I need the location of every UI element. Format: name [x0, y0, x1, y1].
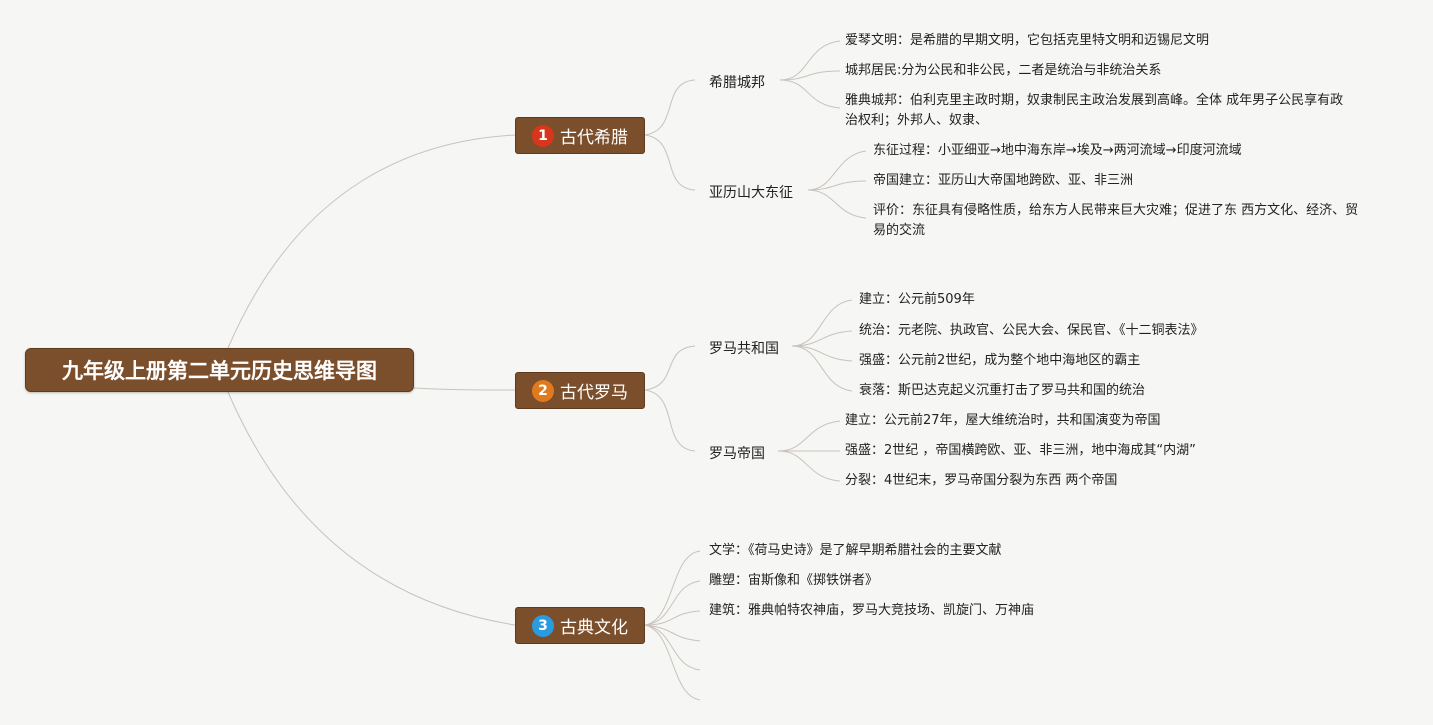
leaf-republic-decline[interactable]: 衰落：斯巴达克起义沉重打击了罗马共和国的统治	[859, 383, 1146, 398]
leaf-athens-city-state[interactable]: 雅典城邦：伯利克里主政时期，奴隶制民主政治发展到高峰。全体 成年男子公民享有政治…	[845, 93, 1344, 128]
branch-label: 古代希腊	[560, 128, 628, 148]
subtopic-roman-republic[interactable]: 罗马共和国	[709, 341, 779, 357]
leaf-empire-founding[interactable]: 帝国建立：亚历山大帝国地跨欧、亚、非三洲	[873, 173, 1134, 188]
leaf-expedition-route[interactable]: 东征过程：小亚细亚→地中海东岸→埃及→两河流域→印度河流域	[873, 143, 1242, 158]
leaf-empire-prosperity[interactable]: 强盛：2世纪 ，帝国横跨欧、亚、非三洲，地中海成其“内湖”	[845, 443, 1196, 458]
subtopic-roman-empire[interactable]: 罗马帝国	[709, 446, 765, 462]
leaf-empire-establishment[interactable]: 建立：公元前27年，屋大维统治时，共和国演变为帝国	[845, 413, 1161, 428]
branch-classical-culture[interactable]: 3 古典文化	[515, 607, 645, 644]
number-badge-3: 3	[532, 614, 554, 637]
leaf-city-state-residents[interactable]: 城邦居民:分为公民和非公民，二者是统治与非统治关系	[845, 63, 1162, 78]
leaf-republic-governance[interactable]: 统治：元老院、执政官、公民大会、保民官、《十二铜表法》	[859, 323, 1204, 338]
branch-label: 古典文化	[560, 618, 628, 638]
root-title: 九年级上册第二单元历史思维导图	[62, 359, 377, 383]
leaf-sculpture[interactable]: 雕塑：宙斯像和《掷铁饼者》	[709, 573, 879, 588]
leaf-architecture[interactable]: 建筑：雅典帕特农神庙，罗马大竞技场、凯旋门、万神庙	[709, 603, 1035, 618]
leaf-literature[interactable]: 文学：《荷马史诗》是了解早期希腊社会的主要文献	[709, 543, 1002, 558]
leaf-expedition-evaluation[interactable]: 评价：东征具有侵略性质，给东方人民带来巨大灾难；促进了东 西方文化、经济、贸易的…	[873, 203, 1359, 238]
branch-ancient-greece[interactable]: 1 古代希腊	[515, 117, 645, 154]
number-badge-1: 1	[532, 124, 554, 147]
leaf-republic-founding[interactable]: 建立：公元前509年	[859, 292, 975, 307]
leaf-empire-division[interactable]: 分裂：4世纪末，罗马帝国分裂为东西 两个帝国	[845, 473, 1118, 488]
leaf-aegean-civilization[interactable]: 爱琴文明：是希腊的早期文明，它包括克里特文明和迈锡尼文明	[845, 33, 1210, 48]
subtopic-alexander-expedition[interactable]: 亚历山大东征	[709, 185, 793, 201]
branch-ancient-rome[interactable]: 2 古代罗马	[515, 372, 645, 409]
leaf-republic-prosperity[interactable]: 强盛：公元前2世纪，成为整个地中海地区的霸主	[859, 353, 1141, 368]
branch-label: 古代罗马	[560, 383, 628, 403]
number-badge-2: 2	[532, 379, 554, 402]
root-topic[interactable]: 九年级上册第二单元历史思维导图	[25, 348, 414, 392]
subtopic-greek-city-states[interactable]: 希腊城邦	[709, 75, 765, 91]
